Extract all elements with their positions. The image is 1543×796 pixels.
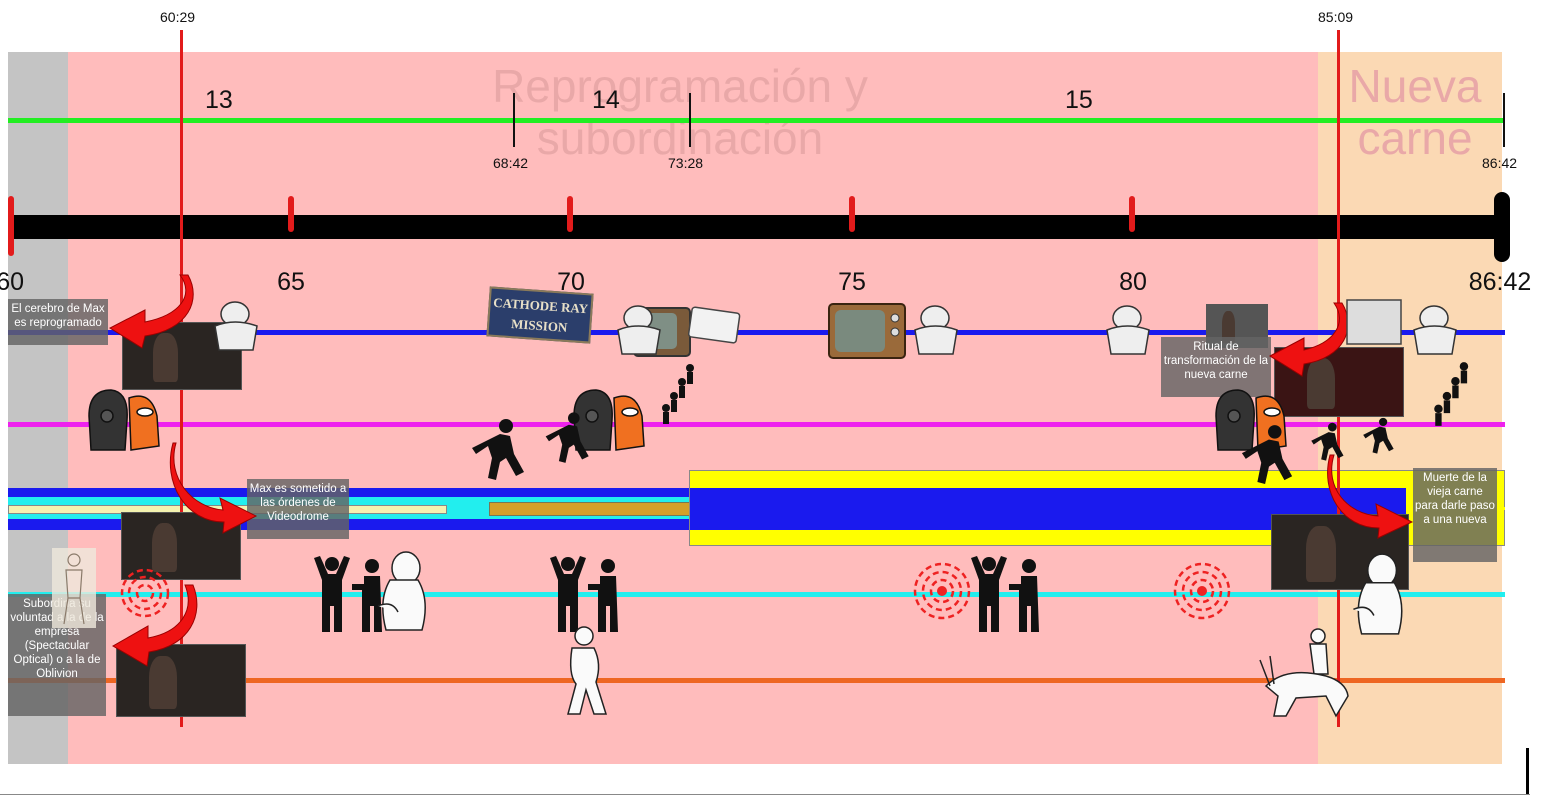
creature-sketch-icon (377, 551, 426, 631)
timeline-end-cap (1494, 192, 1510, 262)
bottom-cursor-mark (1526, 748, 1529, 794)
timeline-start-cap (8, 196, 14, 256)
orange-line (8, 678, 1505, 683)
time-label-73-28: 73:28 (668, 155, 704, 171)
scene-mark-86-42 (1503, 93, 1505, 147)
walking-person-icon (1311, 422, 1344, 461)
tick-80 (1129, 196, 1135, 232)
figure-icon (214, 301, 258, 351)
time-label-86-42: 86:42 (1482, 155, 1518, 171)
film-thumbnail-ritual (1274, 347, 1404, 417)
film-thumbnail-subordinates (116, 644, 246, 717)
ochre-bar (489, 502, 691, 516)
sequence-13: 13 (205, 86, 233, 114)
red-curved-arrow-icon (1268, 302, 1349, 377)
walking-person-icon (472, 419, 524, 480)
time-label-68-42: 68:42 (493, 155, 529, 171)
red-marker-label-85-09: 85:09 (1318, 9, 1354, 25)
cathode-ray-mission-sign: CATHODE RAY MISSION (486, 286, 594, 344)
figure-icon (617, 305, 661, 355)
tick-70 (567, 196, 573, 232)
figure-icon (687, 306, 741, 344)
timeline-bar (8, 215, 1504, 239)
creature-sketch-icon (52, 548, 96, 628)
people-aiming-icon (314, 556, 382, 632)
bottom-rule (0, 794, 1530, 795)
cyan-line (8, 592, 1505, 597)
signal-waves-icon (120, 568, 170, 618)
marching-queue-icon (662, 364, 694, 424)
new-flesh-region-title: Nueva carne (1348, 60, 1482, 164)
walking-person-icon (1363, 417, 1394, 454)
figure-icon (914, 305, 958, 355)
marching-queue-icon (1434, 362, 1469, 426)
head-machine-icon (1215, 389, 1287, 451)
red-marker-label-60-29: 60:29 (160, 9, 196, 25)
people-aiming-icon (971, 556, 1039, 632)
signal-waves-icon (913, 562, 971, 620)
tick-label-65: 65 (277, 268, 305, 296)
caption-brain: El cerebro de Max es reprogramado (8, 299, 108, 345)
sequence-15: 15 (1065, 86, 1093, 114)
caption-death: Muerte de la vieja carne para darle paso… (1413, 468, 1497, 562)
figure-icon (1413, 305, 1457, 355)
head-machine-icon (573, 389, 645, 451)
tick-75 (849, 196, 855, 232)
blue-line (8, 330, 1505, 335)
tv-icon (828, 303, 906, 359)
caption-submitted: Max es sometido a las órdenes de Videodr… (247, 479, 349, 539)
tick-label-60: 60 (0, 268, 24, 296)
creature-sketch-icon (567, 626, 608, 715)
walking-person-icon (1241, 425, 1293, 484)
scene-mark-68-42 (513, 93, 515, 147)
red-curved-arrow-icon (1327, 454, 1414, 539)
head-machine-icon (88, 389, 160, 451)
figure-icon (1346, 299, 1402, 345)
red-curved-arrow-icon (169, 442, 258, 534)
scene-mark-73-28 (689, 93, 691, 147)
tick-label-80: 80 (1119, 268, 1147, 296)
tick-label-75: 75 (838, 268, 866, 296)
red-curved-arrow-icon (112, 584, 198, 667)
creature-sketch-icon (1259, 628, 1349, 718)
magenta-line (8, 422, 1505, 427)
green-line (8, 118, 1505, 123)
red-curved-arrow-icon (108, 274, 194, 349)
sequence-14: 14 (592, 86, 620, 114)
tick-65 (288, 196, 294, 232)
walking-person-icon (545, 412, 589, 463)
signal-waves-icon (1173, 562, 1231, 620)
film-thumbnail-submitted (121, 512, 241, 580)
reprogramming-region (68, 52, 1318, 764)
caption-ritual: Ritual de transformación de la nueva car… (1161, 337, 1271, 397)
reprogramming-region-title: Reprogramación y subordinación (492, 60, 868, 164)
tick-label-end: 86:42 (1468, 268, 1532, 296)
figure-icon (1106, 305, 1150, 355)
people-aiming-icon (550, 556, 618, 632)
creature-sketch-icon (1353, 553, 1403, 635)
